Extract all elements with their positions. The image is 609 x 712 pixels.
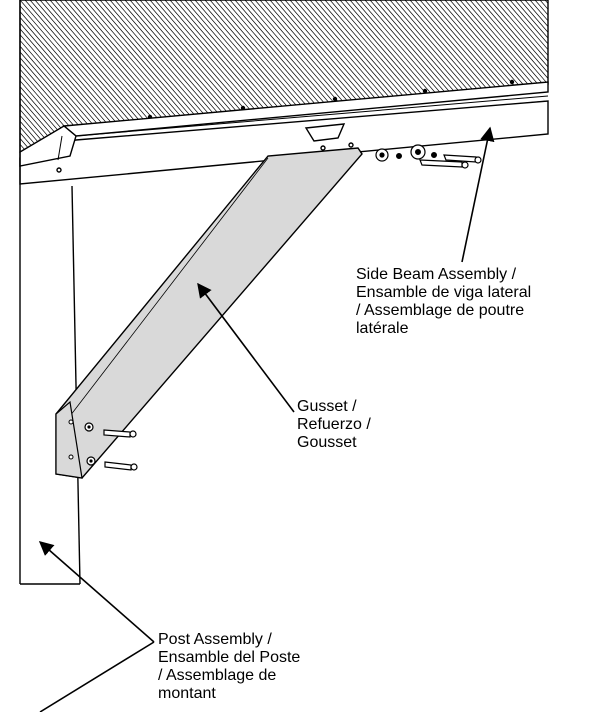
roof-corrugation-line [519,0,548,151]
gusset-label: Gusset / Refuerzo / Gousset [297,398,371,452]
gusset-arrow [197,282,295,413]
beam-hardware [375,144,482,169]
gusset-label-line: Refuerzo / [297,416,371,433]
gusset-label-line: Gusset / [297,398,357,415]
side-beam-label-line: / Assemblage de poutre [356,302,525,319]
roof-corrugation-line [539,0,548,151]
leader-arrows [38,126,495,712]
roof-corrugation-line [550,0,609,150]
roof-corrugation-line [555,0,609,150]
roof-corrugation-line [479,0,548,151]
roof-corrugation-line [20,0,66,151]
roof-corrugation-line [494,0,548,151]
post [19,0,81,585]
roof-corrugation-line [459,0,548,151]
roof-corrugation-line [484,0,548,151]
roof-corrugation-line [509,0,548,151]
post-arrow-lower [39,641,155,712]
roof-corrugation-line [20,0,81,151]
roof-corrugation-line [20,0,56,151]
side-beam-label-line: latérale [356,320,409,337]
roof-corrugation-line [524,0,548,151]
roof-corrugation-line [20,0,86,151]
roof-corrugation-line [504,0,548,151]
roof-corrugation-line [20,0,46,151]
gusset-label-line: Gousset [297,434,357,451]
roof-corrugation-line [20,0,71,151]
side-beam-arrow [461,126,495,263]
roof-corrugation-line [444,0,548,151]
roof-corrugation-line [0,0,10,150]
roof-corrugation-line [20,0,61,151]
gusset [55,147,363,479]
roof-corrugation-line [489,0,548,151]
gusset-bolts [103,429,138,471]
side-beam-label: Side Beam Assembly / Ensamble de viga la… [356,266,531,338]
post-label: Post Assembly / Ensamble del Poste / Ass… [158,631,300,703]
post-label-line: / Assemblage de [158,667,277,684]
roof-corrugation-line [439,0,548,151]
roof-corrugation-line [0,0,5,150]
side-beam-label-line: Ensamble de viga lateral [356,284,532,301]
post-label-line: montant [158,685,216,702]
roof-corrugation-line [469,0,548,151]
roof-corrugation-line [20,0,21,151]
roof-corrugation-line [464,0,548,151]
roof-corrugation-line [449,0,548,151]
side-beam-label-line: Side Beam Assembly / [356,266,517,283]
roof-corrugation-line [0,0,15,150]
post-label-line: Ensamble del Poste [158,649,301,666]
roof-corrugation-line [499,0,548,151]
post-label-line: Post Assembly / [158,631,272,648]
roof-corrugation-line [20,0,51,151]
roof-corrugation-line [20,0,76,151]
roof-corrugation-line [454,0,548,151]
post-arrow-upper [38,541,155,643]
roof-panel [0,0,609,153]
roof-corrugation-line [474,0,548,151]
roof-corrugation-line [544,0,548,151]
roof-corrugation-line [514,0,548,151]
